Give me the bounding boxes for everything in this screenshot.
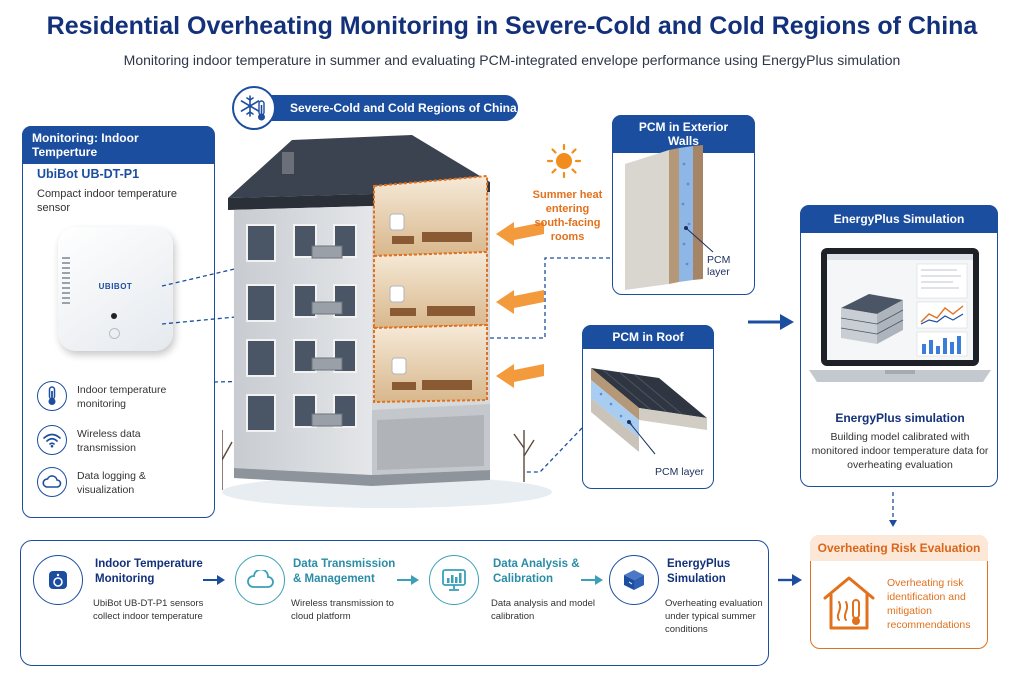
page-subtitle: Monitoring indoor temperature in summer …: [123, 52, 901, 68]
risk-header: Overheating Risk Evaluation: [810, 535, 988, 561]
arrow-right-icon: [581, 575, 603, 585]
summer-heat-label: Summer heat entering south-facing rooms: [532, 189, 603, 243]
chart-monitor-icon: [429, 555, 479, 605]
roof-section-illustration: [591, 368, 707, 455]
process-flow: Indoor Temperature Monitoring UbiBot UB-…: [20, 540, 769, 666]
sensor-description: Compact indoor temperature sensor: [37, 188, 178, 214]
house-heat-icon: [823, 576, 875, 630]
sensor-led: [111, 313, 117, 319]
feature-label: Indoor temperature monitoring: [77, 384, 167, 410]
cloud-icon: [235, 555, 285, 605]
sensor-logo: UBIBOT: [98, 282, 133, 291]
step-description: UbiBot UB-DT-P1 sensors collect indoor t…: [93, 598, 204, 622]
arrow-right-icon: [397, 575, 419, 585]
monitoring-panel: Monitoring: Indoor Temperture UbiBot UB-…: [22, 126, 215, 518]
step-title: EnergyPlus Simulation: [667, 558, 731, 585]
energyplus-header: EnergyPlus Simulation: [800, 205, 998, 233]
step-description: Data analysis and model calibration: [491, 598, 596, 622]
risk-text: Overheating risk identification and miti…: [887, 577, 971, 631]
energyplus-title: EnergyPlus simulation: [835, 411, 965, 425]
sensor-button: [109, 328, 120, 339]
arrow-right-icon: [203, 575, 225, 585]
energyplus-panel: EnergyPlus Simulation EnergyPlus simulat…: [800, 205, 998, 487]
page-title: Residential Overheating Monitoring in Se…: [46, 12, 978, 40]
arrow-right-icon: [748, 314, 794, 330]
sun-icon: [546, 143, 582, 179]
pcm-walls-header: PCM in Exterior Walls: [612, 115, 755, 153]
pcm-walls-panel: PCM in Exterior Walls PCM layer: [612, 115, 755, 295]
snowflake-thermometer-icon: [232, 86, 276, 130]
step-title: Indoor Temperature Monitoring: [95, 558, 203, 585]
thermometer-icon: [37, 381, 67, 411]
feature-label: Wireless data transmission: [77, 428, 141, 454]
laptop-simulation-illustration: [809, 248, 991, 382]
sensor-icon: [33, 555, 83, 605]
sensor-device-image: UBIBOT: [58, 227, 173, 351]
pcm-roof-panel: PCM in Roof PCM layer: [582, 325, 714, 489]
region-label: Severe-Cold and Cold Regions of China: [256, 95, 518, 121]
step-description: Overheating evaluation under typical sum…: [665, 598, 763, 635]
monitoring-header: Monitoring: Indoor Temperture: [22, 126, 215, 164]
sensor-vents: [62, 257, 70, 307]
step-description: Wireless transmission to cloud platform: [291, 598, 394, 622]
sensor-name: UbiBot UB-DT-P1: [37, 167, 140, 181]
pcm-roof-header: PCM in Roof: [582, 325, 714, 349]
cube-icon: [609, 555, 659, 605]
risk-evaluation-panel: Overheating Risk Evaluation Overheating …: [810, 535, 988, 649]
cloud-icon: [37, 467, 67, 497]
wifi-icon: [37, 425, 67, 455]
pcm-roof-layer-label: PCM layer: [655, 466, 705, 478]
region-badge: Severe-Cold and Cold Regions of China: [232, 86, 518, 130]
energyplus-description: Building model calibrated with monitored…: [811, 431, 989, 471]
feature-label: Data logging & visualization: [77, 470, 146, 496]
arrow-right-icon: [778, 574, 802, 586]
building-cutaway-illustration: [222, 135, 552, 508]
step-title: Data Transmission & Management: [293, 558, 396, 585]
wall-section-illustration: [625, 145, 714, 290]
pcm-walls-layer-label: PCM layer: [707, 254, 731, 278]
step-title: Data Analysis & Calibration: [493, 558, 580, 585]
